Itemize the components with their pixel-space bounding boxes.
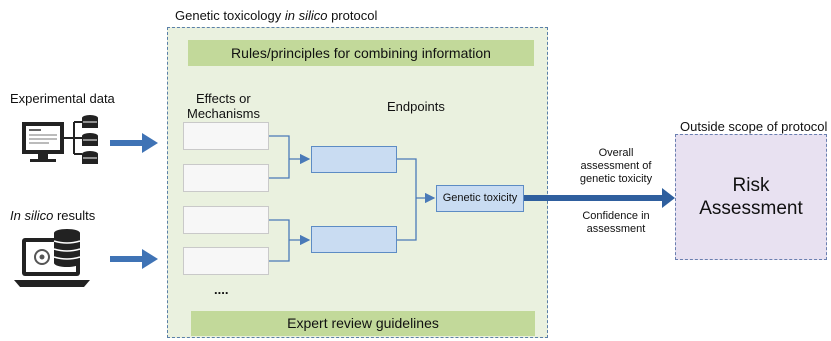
connectors-to-endpoint <box>397 158 436 241</box>
protocol-title: Genetic toxicology in silico protocol <box>175 8 378 23</box>
mechanism-box-2 <box>311 226 397 253</box>
genetic-toxicity-box: Genetic toxicity <box>436 185 524 212</box>
rules-bar: Rules/principles for combining informati… <box>188 40 534 66</box>
more-items-ellipsis: .... <box>214 282 229 297</box>
outside-scope-label: Outside scope of protocol <box>680 119 828 134</box>
risk-assessment-box: Risk Assessment <box>675 134 827 260</box>
arrow-right-icon <box>110 133 158 153</box>
confidence-label: Confidence in assessment <box>582 210 650 235</box>
computer-database-icon <box>22 115 98 164</box>
experimental-data-label: Experimental data <box>10 91 115 106</box>
mechanism-box-1 <box>311 146 397 173</box>
effect-box-3 <box>183 206 269 234</box>
overall-assessment-label: Overall assessment of genetic toxicity <box>579 147 653 185</box>
effect-box-1 <box>183 122 269 150</box>
output-arrow <box>524 188 675 208</box>
laptop-database-icon <box>14 229 90 287</box>
effects-label: Effects or Mechanisms <box>187 91 260 121</box>
connectors-upper <box>269 135 311 179</box>
effect-box-2 <box>183 164 269 192</box>
risk-line-1: Risk <box>732 175 770 196</box>
connectors-lower <box>269 219 311 262</box>
arrow-right-icon <box>110 249 158 269</box>
expert-review-bar: Expert review guidelines <box>191 311 535 336</box>
effect-box-4 <box>183 247 269 275</box>
risk-line-2: Assessment <box>699 198 803 219</box>
endpoints-label: Endpoints <box>387 99 445 114</box>
insilico-results-label: In silico results <box>10 208 96 223</box>
